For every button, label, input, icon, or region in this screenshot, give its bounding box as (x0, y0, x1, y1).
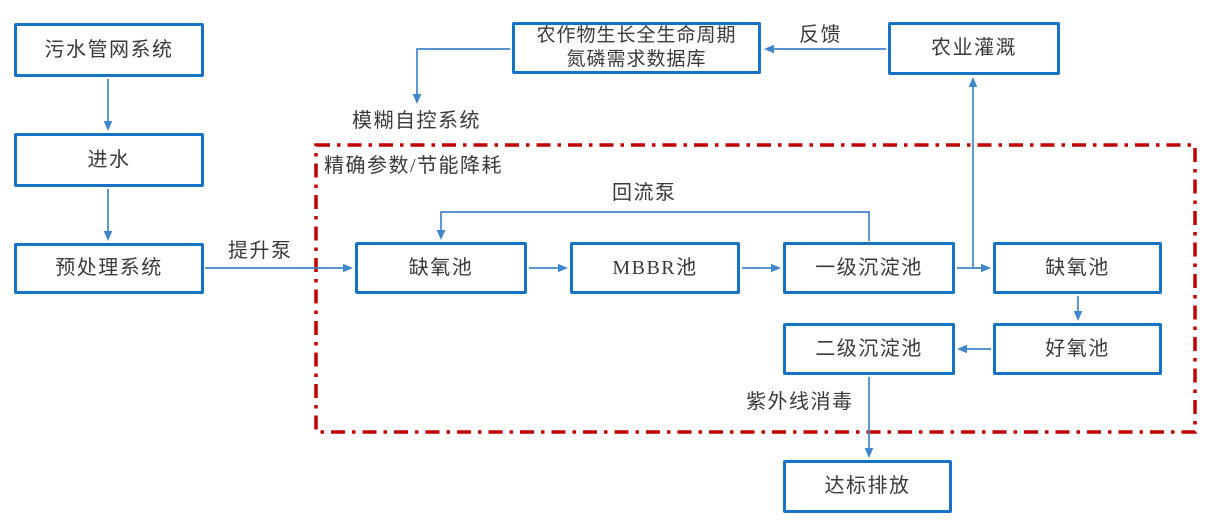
node-discharge: 达标排放 (783, 460, 952, 513)
node-anoxic-2-label: 缺氧池 (1045, 256, 1110, 279)
label-precise-params: 精确参数/节能降耗 (324, 155, 504, 177)
node-pretreatment-label: 预处理系统 (55, 257, 163, 279)
edge-mbbr-to-primary (742, 263, 781, 273)
node-mbbr-label: MBBR池 (612, 256, 698, 279)
arrowhead-icon (103, 121, 113, 131)
arrowhead-icon (771, 263, 781, 273)
node-secondary-sedimentation-label: 二级沉淀池 (815, 337, 923, 360)
node-sewage-network: 污水管网系统 (14, 23, 204, 77)
label-return-pump: 回流泵 (612, 182, 677, 204)
node-irrigation-label: 农业灌溉 (931, 37, 1017, 59)
node-sewage-network-label: 污水管网系统 (44, 38, 174, 61)
edge-secondary-to-discharge (864, 377, 874, 458)
arrowhead-icon (957, 344, 967, 354)
node-irrigation: 农业灌溉 (888, 22, 1060, 75)
arrowhead-icon (436, 230, 446, 240)
node-influent: 进水 (14, 133, 204, 187)
edge-primary-to-anoxic2 (957, 263, 991, 273)
arrowhead-icon (1073, 311, 1083, 321)
node-anoxic-2: 缺氧池 (993, 242, 1162, 294)
label-uv-disinfection: 紫外线消毒 (746, 391, 854, 413)
node-anoxic-1: 缺氧池 (355, 242, 527, 294)
edge-influent-to-pretreatment (103, 189, 113, 241)
node-secondary-sedimentation: 二级沉淀池 (783, 323, 955, 375)
node-crop-database-line-2: 氮磷需求数据库 (566, 49, 707, 70)
edge-anoxic1-to-mbbr (529, 263, 568, 273)
arrowhead-icon (412, 94, 422, 104)
arrowhead-icon (343, 263, 353, 273)
node-mbbr: MBBR池 (570, 242, 740, 294)
edge-irrigation-feedback (764, 44, 886, 54)
edge-pretreatment-to-anoxic1 (205, 263, 353, 273)
node-anoxic-1-label: 缺氧池 (408, 256, 474, 279)
label-feedback: 反馈 (799, 24, 842, 46)
label-lift-pump: 提升泵 (228, 240, 293, 262)
edge-junction-to-irrigation (968, 77, 978, 268)
node-influent-label: 进水 (87, 148, 131, 171)
edge-aerobic-to-secondary (957, 344, 991, 354)
node-primary-sedimentation-label: 一级沉淀池 (815, 256, 923, 279)
arrowhead-icon (558, 263, 568, 273)
arrowhead-icon (864, 448, 874, 458)
arrowhead-icon (764, 44, 774, 54)
arrowhead-icon (981, 263, 991, 273)
edge-primary-return-to-anoxic1 (436, 211, 870, 241)
label-fuzzy-control: 模糊自控系统 (352, 110, 481, 132)
node-primary-sedimentation: 一级沉淀池 (783, 242, 955, 294)
node-crop-database: 农作物生长全生命周期氮磷需求数据库 (512, 22, 761, 74)
edge-anoxic2-to-aerobic (1073, 296, 1083, 321)
arrowhead-icon (103, 231, 113, 241)
node-crop-database-line-1: 农作物生长全生命周期 (536, 25, 737, 47)
node-pretreatment: 预处理系统 (14, 243, 204, 294)
edge-database-to-fuzzy-control (412, 48, 510, 104)
node-aerobic-label: 好氧池 (1045, 337, 1110, 360)
node-discharge-label: 达标排放 (824, 475, 911, 497)
node-aerobic: 好氧池 (993, 323, 1162, 375)
arrowhead-icon (968, 77, 978, 87)
edge-sewage-to-influent (103, 79, 113, 131)
